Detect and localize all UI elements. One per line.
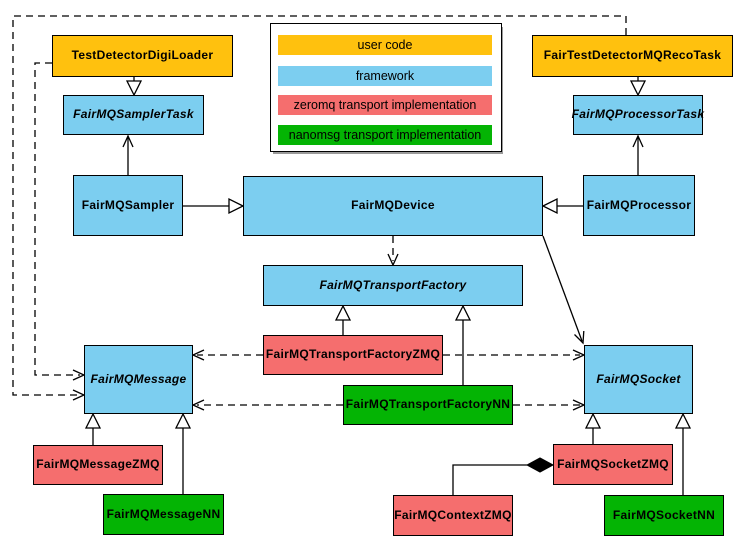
edge-fairmqcontextzmq-fairmqsocketzmq-composition: [452, 457, 555, 495]
node-label: FairTestDetectorMQRecoTask: [543, 48, 722, 63]
edge-fairmqtransportfactorynn-fairmqtransportfactory-inheritance: [454, 304, 472, 385]
edge-testdetectordigiloader-fairmqsamplertask-inheritance: [125, 77, 143, 97]
node-label: FairMQTransportFactory: [319, 277, 467, 292]
node-label: FairMQMessage: [90, 371, 187, 386]
node-label: FairMQTransportFactoryZMQ: [265, 347, 441, 362]
node-label: FairMQMessageNN: [106, 506, 221, 521]
edge-fairmqtransportfactoryzmq-fairmqsocket-dependency: [443, 349, 586, 361]
edge-fairmqsocketzmq-fairmqsocket-inheritance: [584, 412, 602, 444]
node-fairmq-socket-zmq: FairMQSocketZMQ: [553, 444, 673, 485]
legend-item-zeromq: zeromq transport implementation: [278, 95, 492, 115]
node-label: FairMQProcessorTask: [571, 107, 705, 122]
legend-label: nanomsg transport implementation: [288, 128, 482, 142]
node-label: FairMQProcessor: [586, 197, 692, 212]
node-label: FairMQSocketZMQ: [557, 456, 669, 471]
node-fairmq-processor-task: FairMQProcessorTask: [571, 95, 705, 135]
legend-item-nanomsg: nanomsg transport implementation: [278, 125, 492, 145]
edge-fairmqmessagenn-fairmqmessage-inheritance: [174, 412, 192, 494]
edge-fairmqtransportfactorynn-fairmqmessage-dependency: [191, 399, 343, 411]
node-label: FairMQSocket: [596, 371, 681, 386]
legend-box: user code framework zeromq transport imp…: [270, 23, 502, 152]
node-fairmq-processor: FairMQProcessor: [583, 175, 695, 236]
edge-fairmqdevice-fairmqsocket-association: [542, 235, 585, 345]
node-fairmq-transport-factory: FairMQTransportFactory: [263, 265, 523, 306]
legend-label: framework: [355, 69, 415, 83]
node-label: FairMQSocketNN: [612, 507, 716, 522]
node-label: FairMQMessageZMQ: [36, 457, 160, 472]
node-label: TestDetectorDigiLoader: [71, 48, 214, 63]
edge-fairmqsocketnn-fairmqsocket-inheritance: [674, 412, 692, 495]
node-fairmq-sampler: FairMQSampler: [73, 175, 183, 236]
edge-fairmqtransportfactoryzmq-fairmqmessage-dependency: [191, 349, 263, 361]
node-label: FairMQSamplerTask: [73, 107, 194, 122]
legend-item-framework: framework: [278, 66, 492, 86]
node-fairmq-context-zmq: FairMQContextZMQ: [393, 495, 513, 536]
edge-fairmqtransportfactoryzmq-fairmqtransportfactory-inheritance: [334, 304, 352, 335]
edge-fairmqprocessor-fairmqprocessortask-association: [632, 134, 644, 175]
node-test-detector-digi-loader: TestDetectorDigiLoader: [52, 35, 233, 77]
node-fairmq-message: FairMQMessage: [84, 345, 193, 414]
edge-fairtestdetectormqrecotask-fairmqprocessortask-inheritance: [629, 77, 647, 97]
legend-label: zeromq transport implementation: [293, 98, 477, 112]
edge-fairmqsampler-fairmqsamplertask-association: [122, 134, 134, 175]
node-label: FairMQDevice: [351, 198, 435, 213]
edge-fairmqprocessor-fairmqdevice-inheritance: [541, 197, 583, 215]
node-fairmq-transport-factory-zmq: FairMQTransportFactoryZMQ: [263, 335, 443, 375]
edge-fairmqdevice-fairmqtransportfactory-dependency: [387, 236, 399, 267]
node-label: FairMQSampler: [81, 197, 175, 212]
node-fairmq-transport-factory-nn: FairMQTransportFactoryNN: [343, 385, 513, 425]
node-fairmq-socket-nn: FairMQSocketNN: [604, 495, 724, 536]
legend-label: user code: [357, 38, 413, 52]
node-fairmq-message-zmq: FairMQMessageZMQ: [33, 445, 163, 485]
node-label: FairMQContextZMQ: [394, 507, 512, 522]
node-fairmq-socket: FairMQSocket: [584, 345, 693, 414]
node-fairmq-sampler-task: FairMQSamplerTask: [63, 95, 204, 135]
edge-fairmqmessagezmq-fairmqmessage-inheritance: [84, 412, 102, 445]
legend-item-user-code: user code: [278, 35, 492, 55]
edge-fairmqtransportfactorynn-fairmqsocket-dependency: [513, 399, 586, 411]
node-fairmq-message-nn: FairMQMessageNN: [103, 494, 224, 535]
node-label: FairMQTransportFactoryNN: [345, 397, 511, 412]
node-fair-test-detector-mq-reco-task: FairTestDetectorMQRecoTask: [532, 35, 733, 77]
edge-fairmqsampler-fairmqdevice-inheritance: [183, 197, 245, 215]
node-fairmq-device: FairMQDevice: [243, 176, 543, 236]
